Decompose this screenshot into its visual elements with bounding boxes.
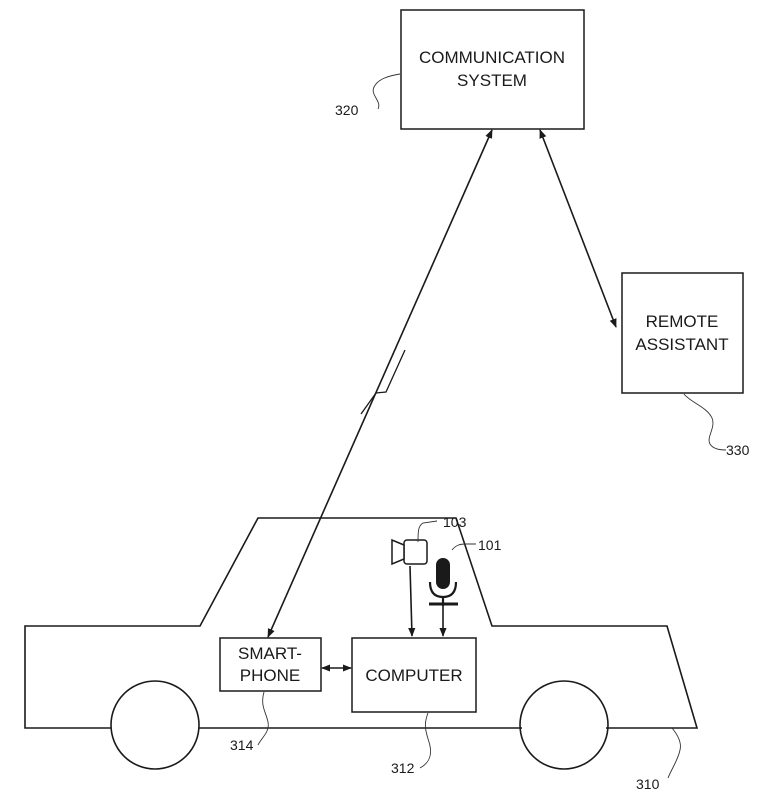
communication-system-label-line1: COMMUNICATION xyxy=(419,48,565,67)
comm-system-to-remote-assistant-arrow xyxy=(539,129,617,328)
communication-system-box: COMMUNICATION SYSTEM xyxy=(400,9,585,130)
ref-314: 314 xyxy=(230,737,254,753)
leader-320 xyxy=(372,73,401,110)
wireless-link-icon xyxy=(360,349,406,415)
leader-310 xyxy=(667,727,681,779)
leader-103 xyxy=(417,520,438,543)
computer-label: COMPUTER xyxy=(365,666,462,685)
ref-312: 312 xyxy=(391,760,415,776)
ref-330: 330 xyxy=(726,442,750,458)
communication-system-label-line2: SYSTEM xyxy=(457,71,527,90)
computer-box: COMPUTER xyxy=(351,637,477,713)
front-wheel xyxy=(110,680,200,770)
camera-to-computer-arrow xyxy=(408,565,416,637)
leader-314 xyxy=(257,691,269,746)
remote-assistant-box: REMOTE ASSISTANT xyxy=(621,272,744,394)
smartphone-box: SMART- PHONE xyxy=(219,637,322,692)
remote-assistant-label-line1: REMOTE xyxy=(646,312,719,331)
rear-wheel xyxy=(519,680,609,770)
comm-system-to-smartphone-arrow xyxy=(267,129,493,638)
microphone-icon xyxy=(428,558,458,606)
ref-101: 101 xyxy=(478,537,502,553)
smartphone-label-line2: PHONE xyxy=(240,666,300,685)
ref-320: 320 xyxy=(335,102,359,118)
leader-101 xyxy=(451,543,476,551)
ref-103: 103 xyxy=(443,514,467,530)
leader-312 xyxy=(419,712,431,769)
leader-330 xyxy=(683,393,727,451)
ref-310: 310 xyxy=(636,776,660,791)
camera-icon xyxy=(391,538,428,566)
smartphone-label-line1: SMART- xyxy=(238,644,302,663)
remote-assistant-label-line2: ASSISTANT xyxy=(635,335,728,354)
